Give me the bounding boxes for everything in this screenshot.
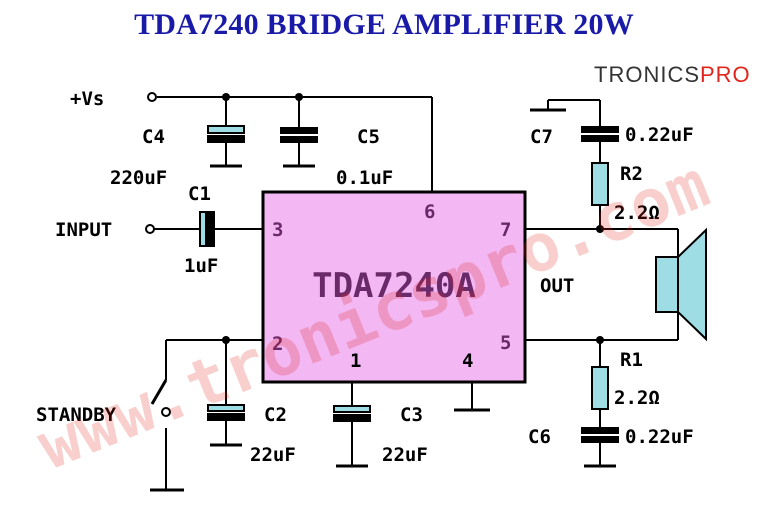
- c1-plate-right: [207, 211, 215, 247]
- c2-plate-top: [207, 404, 245, 412]
- input-terminal: [145, 224, 155, 234]
- c4-plate-bottom: [207, 135, 245, 143]
- junction-dot: [222, 93, 230, 101]
- speaker-magnet: [655, 256, 679, 313]
- c6-name: C6: [528, 426, 551, 448]
- c6-plate-top: [581, 427, 619, 434]
- c7-plate-top: [581, 126, 619, 133]
- c2-plate-bottom: [207, 413, 245, 421]
- c3-plate-bottom: [333, 414, 371, 422]
- c5-plate-bottom: [280, 136, 318, 143]
- ic-body: [261, 190, 527, 384]
- c1-name: C1: [188, 183, 211, 205]
- c1-plate-left: [199, 211, 207, 247]
- r2-body: [591, 162, 609, 206]
- ic-label: TDA7240A: [312, 266, 476, 306]
- supply-label: +Vs: [70, 88, 104, 110]
- pin-4-label: 4: [462, 350, 473, 372]
- speaker-cone: [677, 227, 707, 342]
- c5-value: 0.1uF: [336, 167, 393, 189]
- pin-5-label: 5: [500, 332, 511, 354]
- c5-plate-top: [280, 127, 318, 134]
- standby-switch: [150, 379, 168, 405]
- tronicspro-logo: TRONICSPRO: [594, 62, 751, 88]
- pin-2-label: 2: [272, 333, 283, 355]
- standby-label: STANDBY: [36, 404, 117, 426]
- c5-name: C5: [357, 126, 380, 148]
- c2-name: C2: [264, 404, 287, 426]
- diagram-title: TDA7240 BRIDGE AMPLIFIER 20W: [134, 8, 634, 41]
- c6-value: 0.22uF: [625, 426, 694, 448]
- c7-plate-bottom: [581, 135, 619, 142]
- pin-1-label: 1: [350, 350, 361, 372]
- junction-dot: [596, 336, 604, 344]
- junction-dot: [295, 93, 303, 101]
- logo-part2: PRO: [700, 62, 751, 87]
- c3-plate-top: [333, 405, 371, 413]
- supply-terminal: [147, 92, 157, 102]
- standby-terminal: [161, 407, 171, 417]
- r1-body: [591, 366, 609, 410]
- r2-value: 2.2Ω: [614, 202, 660, 224]
- c1-value: 1uF: [184, 255, 218, 277]
- c4-name: C4: [142, 126, 165, 148]
- c4-plate-top: [207, 125, 245, 134]
- input-label: INPUT: [55, 219, 112, 241]
- c7-name: C7: [530, 126, 553, 148]
- r1-name: R1: [620, 349, 643, 371]
- c3-value: 22uF: [382, 444, 428, 466]
- c2-value: 22uF: [250, 444, 296, 466]
- r2-name: R2: [620, 163, 643, 185]
- junction-dot: [222, 336, 230, 344]
- output-label: OUT: [540, 275, 574, 297]
- c7-value: 0.22uF: [625, 124, 694, 146]
- pin-3-label: 3: [272, 219, 283, 241]
- r1-value: 2.2Ω: [614, 387, 660, 409]
- pin-7-label: 7: [500, 219, 511, 241]
- logo-part1: TRONICS: [594, 62, 700, 87]
- c6-plate-bottom: [581, 436, 619, 443]
- pin-6-label: 6: [424, 201, 435, 223]
- c4-value: 220uF: [110, 167, 167, 189]
- junction-dot: [596, 225, 604, 233]
- c3-name: C3: [400, 404, 423, 426]
